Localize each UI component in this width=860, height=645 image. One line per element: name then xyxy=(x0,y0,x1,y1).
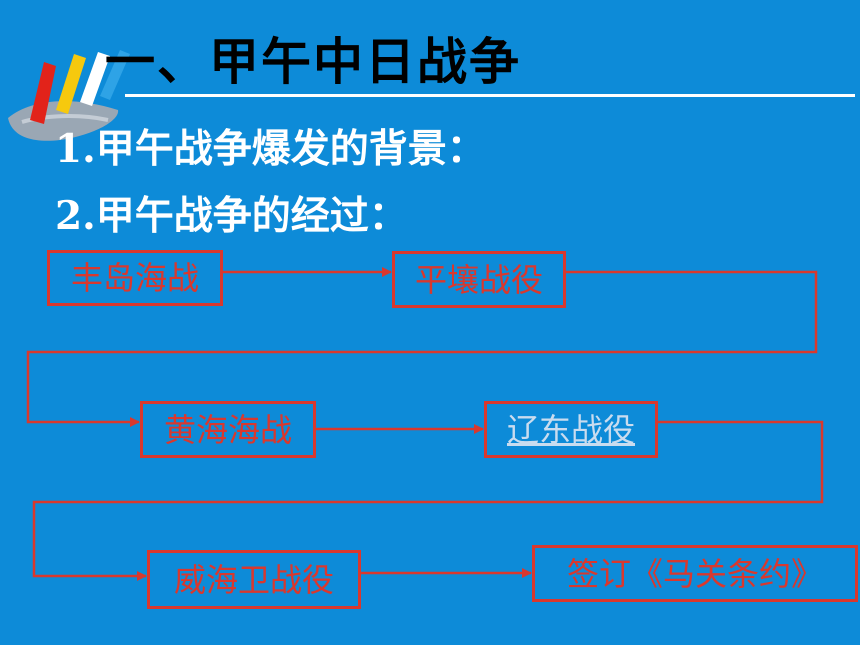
step-weihaiwei-campaign: 威海卫战役 xyxy=(147,550,361,609)
title-underline xyxy=(125,94,855,97)
step-treaty-of-shimonoseki: 签订《马关条约》 xyxy=(532,545,858,602)
connector-b4-b5 xyxy=(32,420,824,581)
step-liaodong-campaign-link[interactable]: 辽东战役 xyxy=(484,401,658,458)
paint-brush-strokes-logo xyxy=(8,50,130,141)
slide-title: 一、甲午中日战争 xyxy=(105,33,521,91)
step-yellow-sea-battle: 黄海海战 xyxy=(140,401,316,458)
step-pyongyang-campaign: 平壤战役 xyxy=(392,251,566,308)
point-process: 2.甲午战争的经过： xyxy=(55,193,408,239)
step-fengdao-battle: 丰岛海战 xyxy=(47,250,223,306)
connector-b2-b3 xyxy=(26,270,818,427)
point-background: 1.甲午战争爆发的背景： xyxy=(55,126,486,172)
